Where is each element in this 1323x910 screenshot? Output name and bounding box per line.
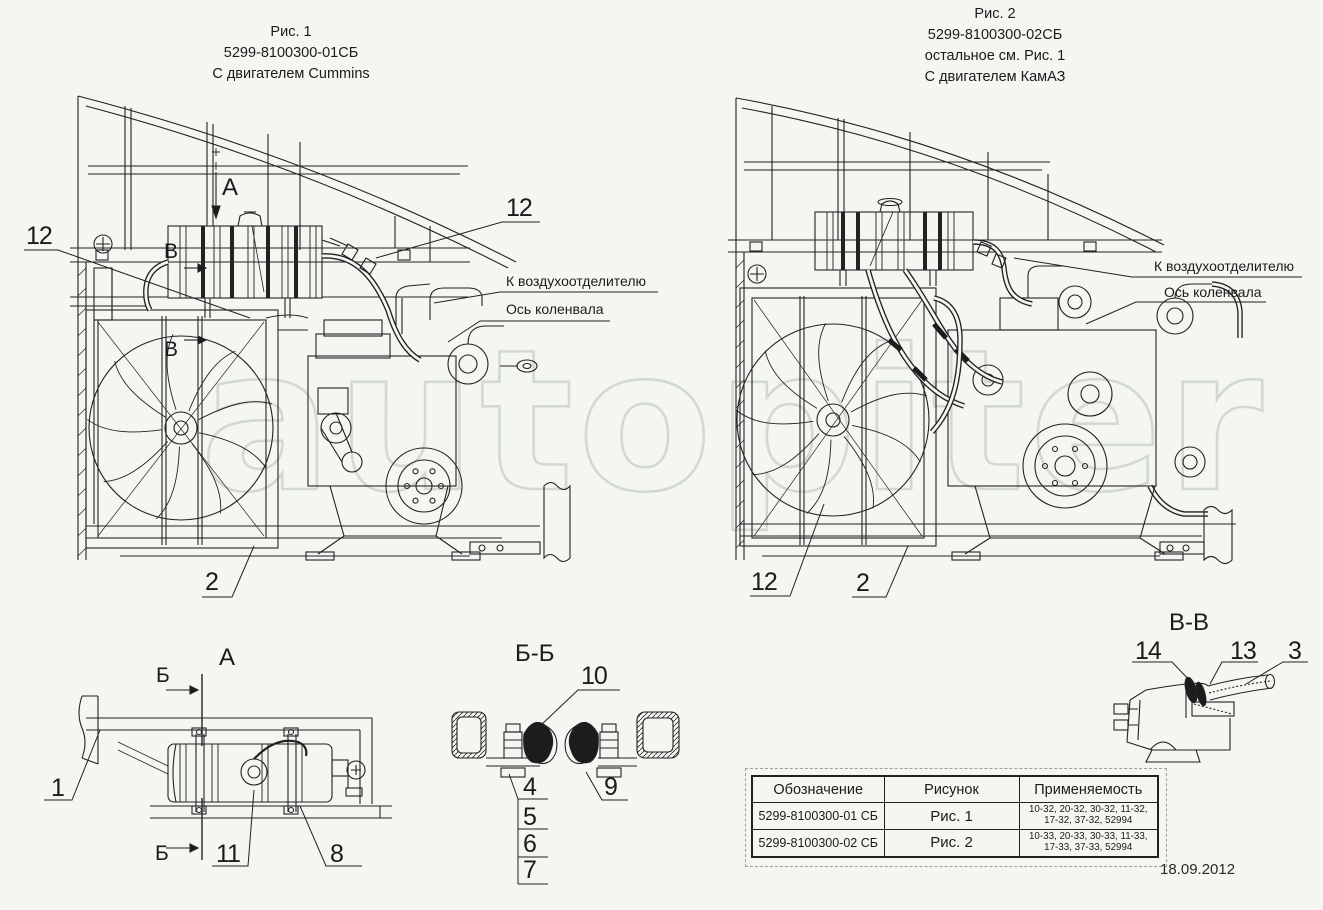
fig1-drawing	[70, 95, 571, 563]
table-header-designation: Обозначение	[751, 775, 885, 803]
fig2-air-separator-label: К воздухоотделителю	[1154, 258, 1295, 274]
date-stamp: 18.09.2012	[1160, 861, 1236, 878]
fig1-caption: Рис. 1 5299-8100300-01СБ С двигателем Cu…	[171, 22, 411, 85]
callout-leader-lines	[24, 221, 1308, 885]
fig1-view-a-label: А	[222, 174, 239, 201]
row2-applicability-line2: 17-33, 37-33, 52994	[1044, 841, 1133, 853]
table-dashed-frame	[745, 768, 1167, 867]
row1-applicability-line2: 17-32, 37-32, 52994	[1044, 815, 1133, 826]
row2-designation: 5299-8100300-02 СБ	[751, 829, 885, 857]
section-bb-callout-5: 5	[523, 803, 537, 831]
fig2-callout-12: 12	[751, 568, 778, 596]
section-vv-callout-3: 3	[1288, 637, 1302, 665]
detail-a-callout-8: 8	[330, 840, 344, 868]
row1-applicability-line1: 10-32, 20-32, 30-32, 11-32,	[1028, 804, 1148, 816]
table-header-applicability: Применяемость	[1018, 775, 1159, 803]
table-row: 5299-8100300-01 СБ Рис. 1 10-32, 20-32, …	[751, 802, 1159, 830]
fig2-callout-2: 2	[856, 569, 870, 597]
fig2-drawing	[728, 97, 1243, 565]
section-bb-callout-9: 9	[604, 773, 618, 801]
fig1-section-v-bottom-label: В	[164, 338, 179, 361]
section-bb-title: Б-Б	[515, 640, 555, 667]
fig1-callout-12-right: 12	[506, 194, 533, 222]
fig2-crankshaft-axis-label: Ось коленвала	[1164, 284, 1262, 300]
table-header-figure: Рисунок	[883, 775, 1020, 803]
row2-applicability-line1: 10-33, 20-33, 30-33, 11-33,	[1028, 830, 1148, 842]
fig2-caption-line3: остальное см. Рис. 1	[924, 48, 1066, 64]
row2-applicability: 10-33, 20-33, 30-33, 11-33, 17-33, 37-33…	[1018, 829, 1159, 857]
detail-a-section-b-bottom: Б	[155, 842, 169, 865]
section-vv-callout-14: 14	[1135, 637, 1162, 665]
fig1-callout-12-left: 12	[26, 222, 53, 250]
row2-figure: Рис. 2	[883, 829, 1020, 857]
section-vv-drawing	[1113, 673, 1276, 763]
applicability-table: Обозначение Рисунок Применяемость 5299-8…	[751, 775, 1159, 858]
detail-a-callout-1: 1	[51, 774, 65, 802]
fig2-caption-line4: С двигателем КамАЗ	[924, 69, 1066, 85]
fig2-caption-line1: Рис. 2	[974, 6, 1016, 22]
fig1-air-separator-label: К воздухоотделителю	[506, 273, 647, 289]
row1-figure: Рис. 1	[883, 802, 1020, 830]
fig1-crankshaft-axis-label: Ось коленвала	[506, 301, 604, 317]
fig2-caption-line2: 5299-8100300-02СБ	[927, 27, 1063, 43]
section-bb-callout-6: 6	[523, 830, 537, 858]
fig1-caption-line3: С двигателем Cummins	[212, 66, 370, 82]
fig1-callout-2: 2	[205, 568, 219, 596]
watermark-text: autopiter	[199, 307, 1267, 538]
row1-designation: 5299-8100300-01 СБ	[751, 802, 885, 830]
section-bb-callout-10: 10	[581, 662, 608, 690]
fig1-section-v-top-label: В	[164, 240, 179, 263]
detail-a-drawing	[78, 674, 392, 860]
fig1-caption-line2: 5299-8100300-01СБ	[223, 45, 359, 61]
fig2-caption: Рис. 2 5299-8100300-02СБ остальное см. Р…	[870, 4, 1120, 88]
detail-a-section-b-top: Б	[156, 664, 170, 687]
row1-applicability: 10-32, 20-32, 30-32, 11-32, 17-32, 37-32…	[1018, 802, 1159, 830]
section-vv-title: В-В	[1169, 609, 1210, 636]
section-bb-callout-7: 7	[523, 856, 537, 884]
section-bb-drawing	[451, 711, 680, 778]
table-row: 5299-8100300-02 СБ Рис. 2 10-33, 20-33, …	[751, 829, 1159, 857]
detail-a-callout-11: 11	[216, 840, 241, 868]
detail-a-title: А	[219, 644, 236, 671]
section-bb-callout-4: 4	[523, 773, 537, 801]
section-vv-callout-13: 13	[1230, 637, 1257, 665]
fig1-caption-line1: Рис. 1	[270, 24, 312, 40]
